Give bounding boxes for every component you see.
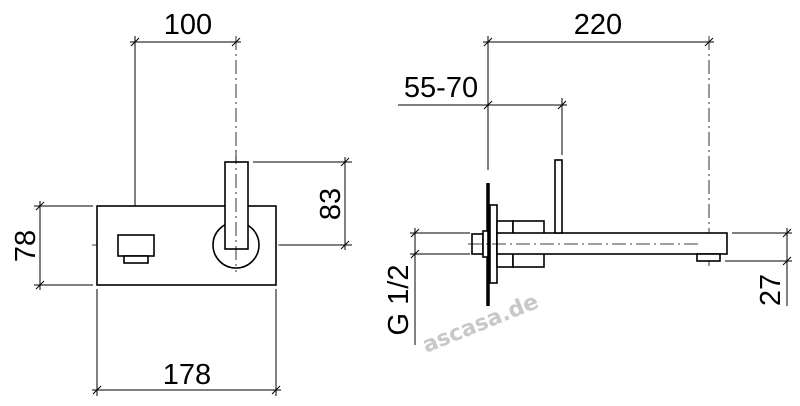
front-view: 100 83 78 178 (10, 9, 352, 396)
dim-55-70: 55-70 (404, 72, 478, 104)
side-view: 220 55-70 G 1/2 27 (383, 9, 792, 345)
diverter-knob-base (123, 255, 149, 264)
dim-thread: G 1/2 (383, 265, 415, 336)
dim-78: 78 (10, 230, 42, 262)
handle-lever (224, 161, 249, 250)
dim-27: 27 (755, 274, 787, 306)
diverter-knob (117, 234, 155, 257)
aerator (696, 253, 721, 262)
dim-220: 220 (574, 9, 622, 41)
lever-side (554, 159, 563, 234)
dim-83: 83 (315, 188, 347, 220)
spout (496, 232, 728, 255)
watermark: ascasa.de (419, 289, 542, 358)
dim-100: 100 (164, 9, 212, 41)
dim-178: 178 (163, 359, 211, 391)
